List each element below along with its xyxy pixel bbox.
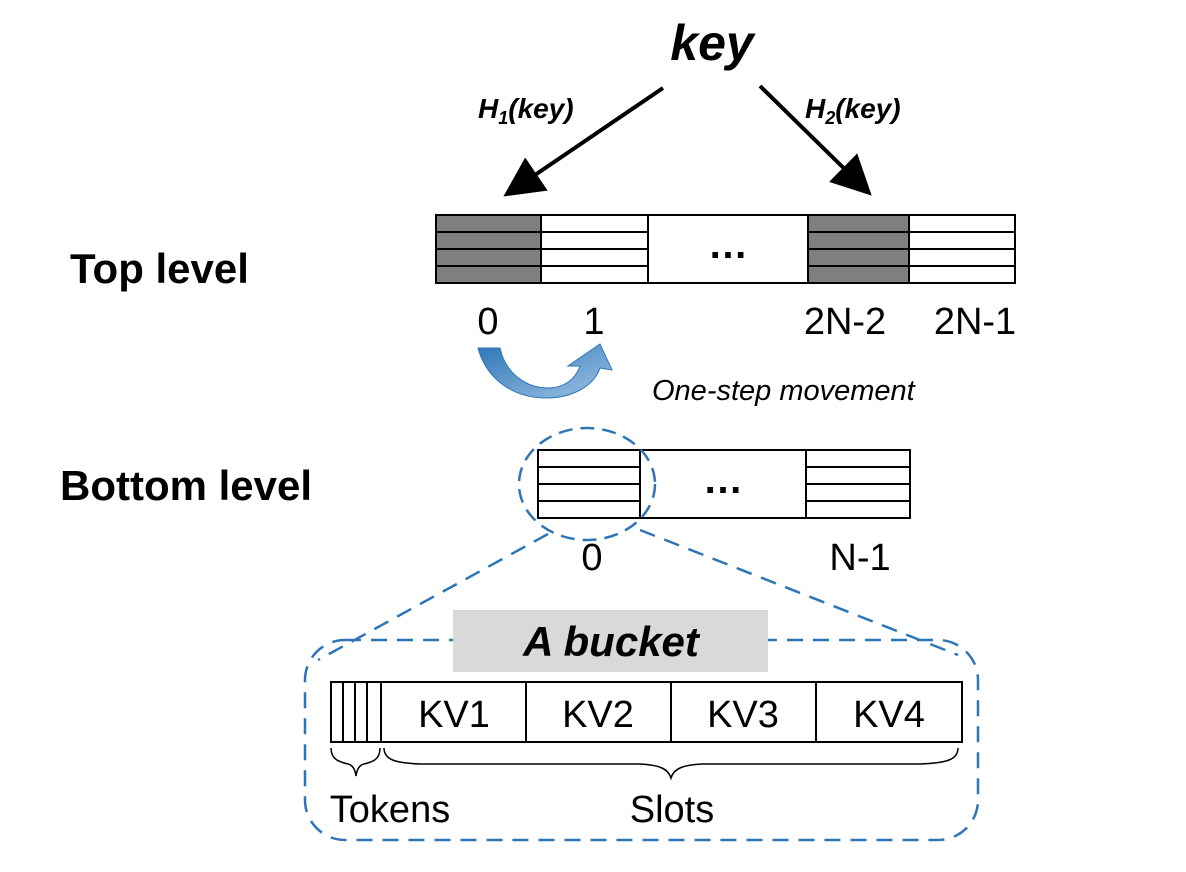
bucket-content (330, 681, 963, 743)
hash2-label: H2(key) (805, 93, 901, 128)
slot-kv1: KV1 (418, 694, 490, 736)
top-index-2n-2: 2N-2 (804, 301, 886, 343)
top-bucket-1 (540, 214, 649, 284)
bottom-ellipsis: … (703, 458, 743, 502)
hash1-arrow (503, 86, 665, 197)
movement-label: One-step movement (652, 375, 917, 407)
hash2-arrow (758, 84, 872, 196)
hash1-label: H1(key) (478, 93, 574, 128)
top-index-1: 1 (583, 301, 604, 343)
top-bucket-2n-1 (908, 214, 1016, 284)
bottom-index-n-1: N-1 (829, 537, 890, 579)
slot-kv3: KV3 (707, 694, 779, 736)
top-level-array: … (435, 214, 1016, 284)
bottom-index-0: 0 (581, 537, 602, 579)
slot-kv4: KV4 (853, 694, 925, 736)
top-ellipsis: … (708, 223, 748, 267)
zoom-line-right (639, 528, 959, 657)
key-label: key (670, 15, 756, 71)
bottom-level-array: … (537, 449, 911, 519)
top-index-2n-1: 2N-1 (934, 301, 1016, 343)
top-ellipsis-box (647, 214, 809, 284)
slot-kv2: KV2 (562, 694, 634, 736)
bucket-title-bg (453, 610, 768, 672)
bucket-highlight-ellipse (517, 426, 657, 542)
top-bucket-2n-2 (807, 214, 910, 284)
bottom-ellipsis-box (639, 449, 807, 519)
bucket-title: A bucket (522, 618, 701, 665)
bottom-bucket-0 (537, 449, 641, 519)
one-step-arrow (477, 343, 613, 399)
top-level-label: Top level (70, 245, 249, 292)
tokens-label: Tokens (330, 789, 450, 831)
bottom-level-label: Bottom level (60, 462, 312, 509)
slots-label: Slots (630, 789, 714, 831)
bottom-bucket-n-1 (805, 449, 911, 519)
tokens-brace (330, 747, 381, 777)
top-index-0: 0 (477, 301, 498, 343)
slots-brace (383, 747, 959, 781)
top-bucket-0 (435, 214, 542, 284)
